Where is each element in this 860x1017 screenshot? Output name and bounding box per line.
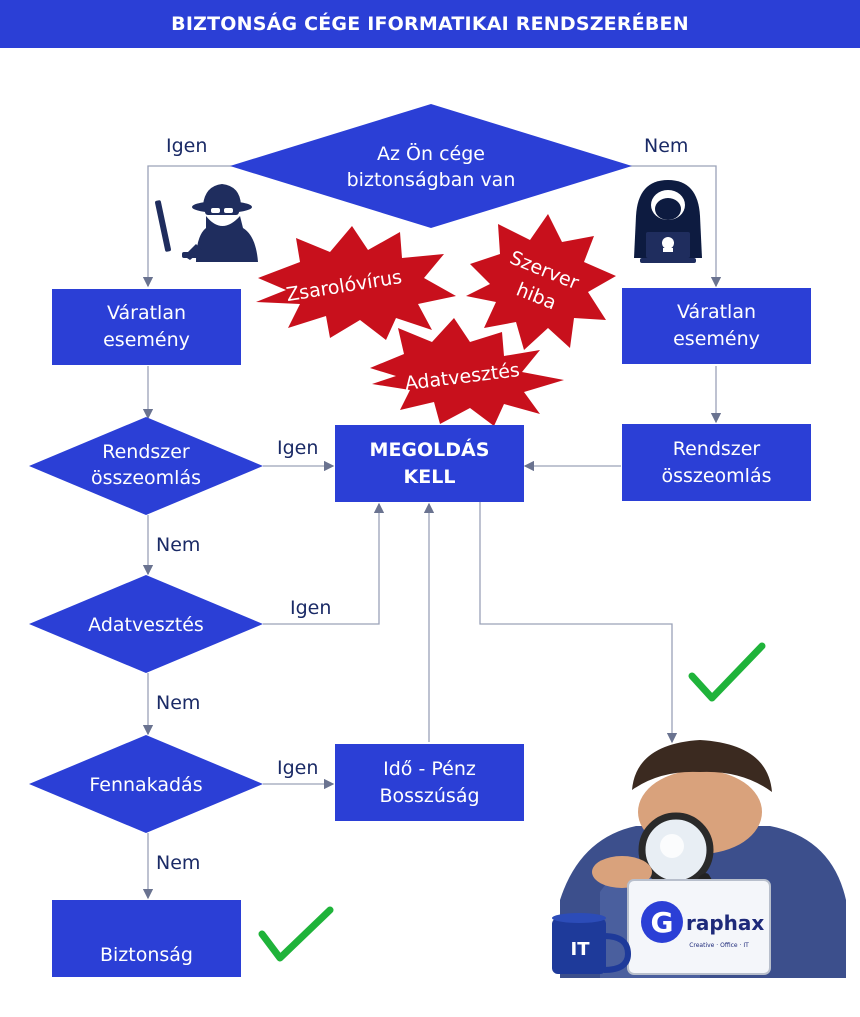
hacker-icon <box>634 180 702 263</box>
box-right-system-crash: Rendszer összeomlás <box>622 424 811 501</box>
box-cost-line2: Bosszúság <box>379 784 480 807</box>
check-mark-icon <box>688 642 766 702</box>
connector-lines <box>142 165 722 900</box>
box-right-crash-line2: összeomlás <box>661 464 772 487</box>
label-nem-stall: Nem <box>156 852 201 874</box>
box-solution-needed: MEGOLDÁS KELL <box>335 425 524 502</box>
label-nem-crash: Nem <box>156 534 201 556</box>
box-security-label: Biztonság <box>99 944 193 966</box>
box-time-money-annoyance: Idő - Pénz Bosszúság <box>335 744 524 821</box>
burst-server: Szerver hiba <box>466 214 616 350</box>
box-right-event-line1: Váratlan <box>676 301 757 323</box>
decision-crash-line2: összeomlás <box>91 467 201 489</box>
burst-dataloss: Adatvesztés <box>370 318 564 426</box>
laptop-icon: G raphax Creative · Office · IT <box>627 879 771 975</box>
label-igen-stall: Igen <box>277 757 319 779</box>
laptop-logo-tagline: Creative · Office · IT <box>689 942 749 949</box>
page-title: BIZTONSÁG CÉGE IFORMATIKAI RENDSZERÉBEN <box>0 0 860 48</box>
laptop-logo-name: raphax <box>686 911 764 935</box>
decision-top-diamond <box>230 104 632 228</box>
box-cost-line1: Idő - Pénz <box>383 757 476 780</box>
box-right-crash-line1: Rendszer <box>672 437 761 460</box>
laptop-logo-letter: G <box>651 906 674 939</box>
label-nem-top: Nem <box>644 135 689 157</box>
arrow-solution-to-expert <box>479 502 678 744</box>
decision-dataloss-label: Adatvesztés <box>88 614 204 636</box>
arrow-dataloss-to-solution <box>263 502 385 625</box>
box-solution-line1: MEGOLDÁS <box>369 438 490 461</box>
decision-stall-diamond <box>29 735 263 833</box>
label-igen-top: Igen <box>166 135 208 157</box>
box-security: Biztonság <box>52 900 241 977</box>
decision-dataloss-diamond <box>29 575 263 673</box>
burst-ransomware: Zsarolóvírus <box>256 226 456 340</box>
arrow-top-to-right-event <box>625 165 722 288</box>
mug-logo-text: IT <box>571 939 591 960</box>
label-igen-crash: Igen <box>277 437 319 459</box>
label-igen-dataloss: Igen <box>290 597 332 619</box>
decision-top-line1: Az Ön cége <box>377 142 485 165</box>
decision-crash-diamond <box>29 417 263 515</box>
decision-stall-label: Fennakadás <box>89 774 202 796</box>
box-left-event-line1: Váratlan <box>106 302 187 324</box>
check-mark-icon <box>258 906 334 962</box>
decision-top-line2: biztonságban van <box>347 169 516 191</box>
box-right-event-line2: esemény <box>673 328 760 350</box>
box-left-unexpected-event: Váratlan esemény <box>52 289 241 365</box>
box-left-event-line2: esemény <box>103 329 190 351</box>
label-nem-dataloss: Nem <box>156 692 201 714</box>
spy-person-icon <box>155 184 258 262</box>
mug-icon: IT <box>552 913 632 974</box>
box-right-unexpected-event: Váratlan esemény <box>622 288 811 364</box>
box-solution-line2: KELL <box>403 465 456 488</box>
decision-crash-line1: Rendszer <box>102 441 190 463</box>
arrow-top-to-left-event <box>142 165 237 288</box>
